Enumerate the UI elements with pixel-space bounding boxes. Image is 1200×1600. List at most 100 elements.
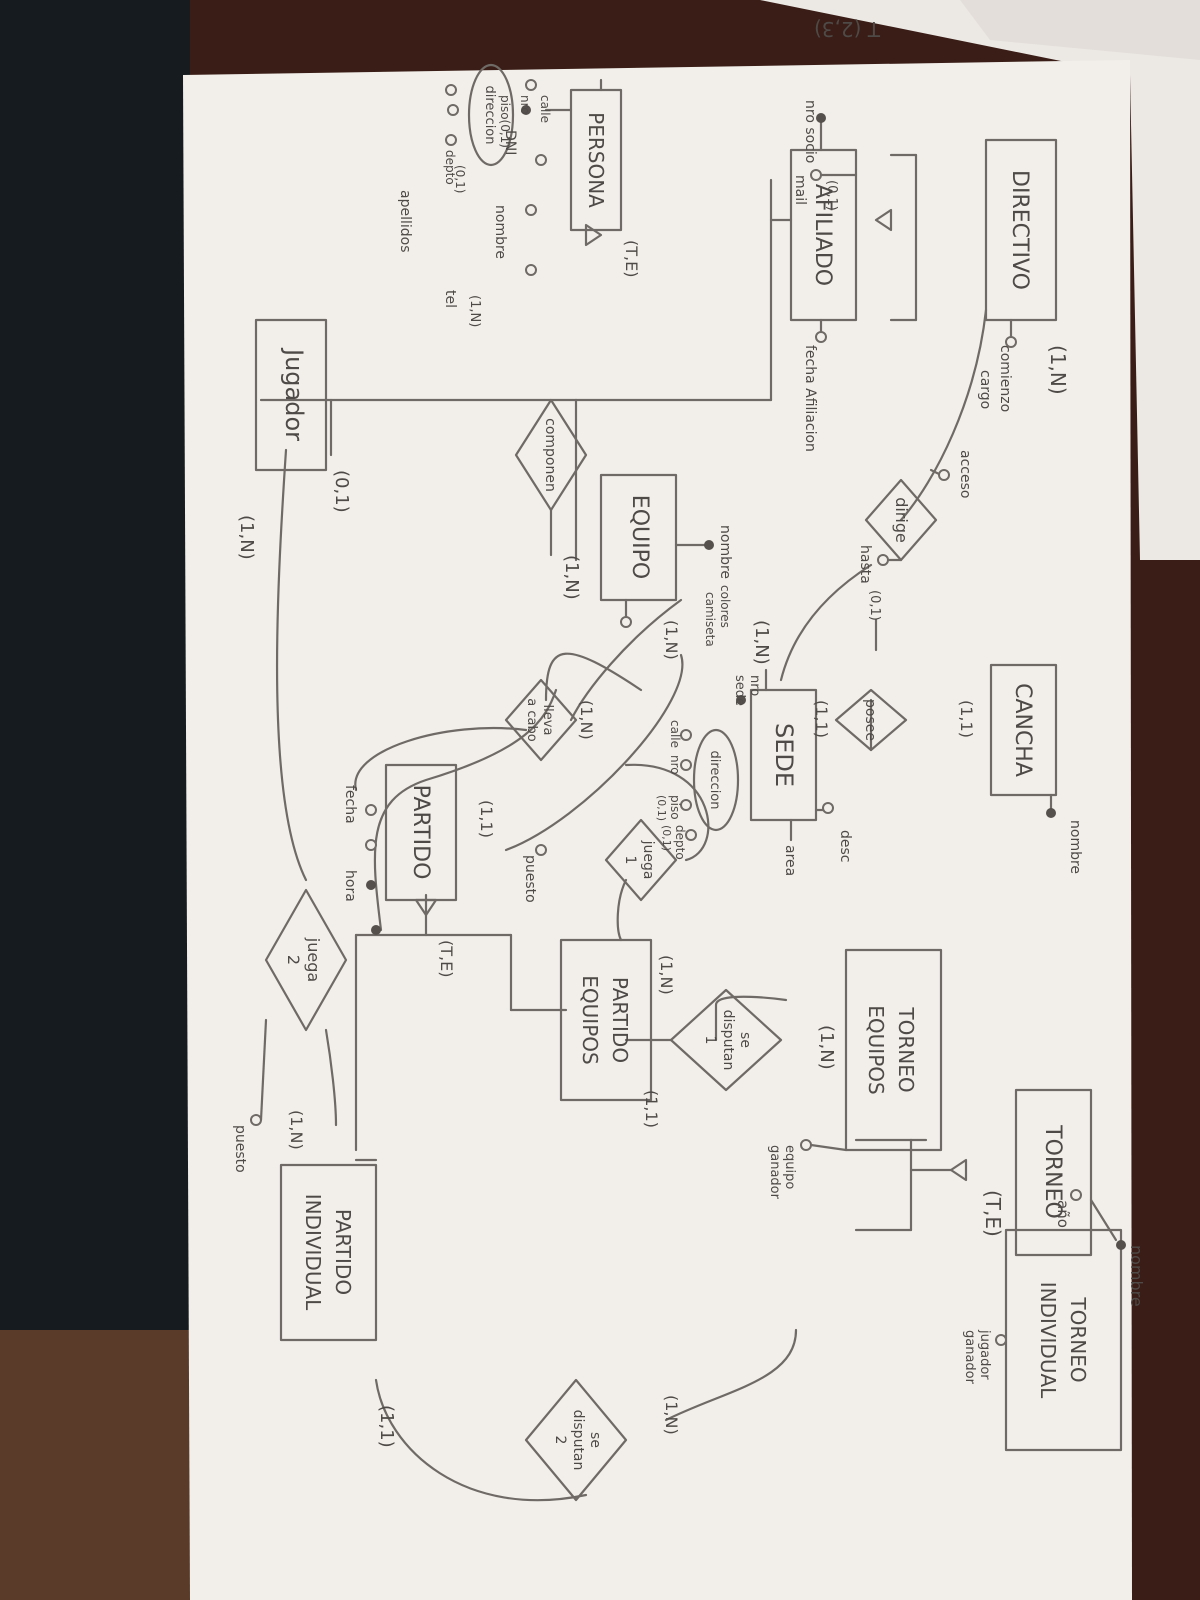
- card-disputan2-partido-individual: (1,1): [376, 1405, 397, 1448]
- partido-equipos-line2: EQUIPOS: [578, 975, 602, 1064]
- attr-fecha: fecha: [342, 785, 358, 824]
- card-compone-equipo: (1,N): [561, 555, 582, 600]
- attr-cargo: cargo: [977, 370, 993, 409]
- entity-torneo-equipos: TORNEO EQUIPOS: [844, 948, 943, 1152]
- card-partido-spec: (T,E): [437, 940, 456, 977]
- attr-calle-sede: calle: [668, 720, 682, 748]
- card-lleva-partido: (1,1): [477, 800, 496, 838]
- attr-depto-card: (0,1): [453, 165, 467, 193]
- attr-apellidos: apellidos: [397, 190, 413, 253]
- entity-torneo-individual: TORNEO INDIVIDUAL: [1004, 1228, 1123, 1452]
- partido-individual-line2: INDIVIDUAL: [301, 1194, 325, 1311]
- card-torneo-individual-disputan: (1,N): [662, 1395, 681, 1435]
- entity-jugador: Jugador: [254, 318, 328, 472]
- attr-jugador-ganador-1: jugador: [977, 1329, 992, 1380]
- rel-disputan2-line2: disputan: [570, 1410, 586, 1471]
- attr-nro-sede: nro: [747, 675, 762, 696]
- entity-cancha-label: CANCHA: [1010, 683, 1035, 777]
- attr-nro-socio: nro socio: [802, 100, 818, 163]
- card-disputan1-partido-equipos: (1,1): [642, 1090, 661, 1128]
- attribute-labels: nro socio mail (0,1) fecha Afiliacion co…: [232, 95, 1146, 1385]
- attr-nro-calle-sede: nro: [668, 755, 682, 775]
- direccion-persona-label: direccion: [482, 85, 497, 144]
- entity-sede: SEDE: [749, 688, 818, 822]
- diagram-sheet: [183, 60, 1132, 1600]
- rel-juega1-line2: 1: [622, 856, 638, 865]
- card-directivo-dirige: (1,N): [1046, 345, 1070, 395]
- entity-partido-equipos: PARTIDO EQUIPOS: [559, 938, 653, 1102]
- rel-compone-label: componen: [542, 418, 558, 492]
- rel-disputan1-line2: disputan: [720, 1010, 736, 1071]
- attr-piso: piso(0,1): [498, 95, 512, 148]
- attr-mail: mail: [792, 175, 808, 205]
- attr-puesto-1: puesto: [522, 855, 538, 903]
- card-torneo-equipos-disputan: (1,N): [816, 1025, 837, 1070]
- card-juega2-partido-individual: (1,N): [287, 1110, 306, 1150]
- attr-camiseta: camiseta: [703, 592, 717, 647]
- entity-partido-label: PARTIDO: [408, 785, 433, 880]
- attr-puesto-2: puesto: [232, 1125, 248, 1173]
- attr-equipo-ganador-2: ganador: [767, 1145, 782, 1200]
- attr-piso-sede: piso: [668, 795, 682, 820]
- rel-lleva-line2: a cabo: [524, 698, 539, 741]
- attr-calle: calle: [538, 95, 552, 123]
- rel-disputan-1: se disputan 1: [669, 988, 783, 1092]
- rel-posee: posee: [834, 688, 908, 752]
- attr-desc: desc: [837, 830, 853, 863]
- rel-juega-1: juega 1: [604, 818, 678, 902]
- attr-area: area: [782, 845, 798, 876]
- rel-disputan1-line3: 1: [702, 1036, 718, 1045]
- torneo-equipos-line2: EQUIPOS: [864, 1005, 888, 1094]
- corner-note: T (2,3): [814, 17, 881, 41]
- torneo-equipos-line1: TORNEO: [894, 1006, 918, 1092]
- attr-jugador-ganador-2: ganador: [962, 1330, 977, 1385]
- cardinality-labels: (1,N) (1,N) (0,1) (1,N) (1,N) (1,N) (1,1…: [236, 240, 1070, 1448]
- attr-mail-card: (0,1): [824, 180, 839, 211]
- connector-lines: [259, 153, 988, 1502]
- card-dirige-sede: (1,N): [751, 620, 772, 665]
- card-equipo-lleva: (1,N): [662, 620, 681, 660]
- rel-lleva-line1: lleva: [540, 705, 555, 736]
- rel-disputan1-line1: se: [737, 1032, 753, 1048]
- entity-sede-label: SEDE: [770, 723, 798, 787]
- entity-equipo: EQUIPO: [599, 473, 678, 602]
- card-sede-posee: (1,1): [812, 700, 831, 738]
- attr-comienzo: comienzo: [997, 345, 1013, 412]
- attr-hasta-card: (0,1): [867, 590, 882, 621]
- entity-cancha: CANCHA: [989, 663, 1058, 797]
- partido-equipos-line1: PARTIDO: [608, 977, 632, 1063]
- rel-dirige-label: dirige: [892, 497, 911, 543]
- rel-disputan2-line3: 2: [552, 1436, 568, 1445]
- attr-nombre-equipo: nombre: [717, 525, 733, 579]
- attr-depto: depto: [443, 150, 457, 185]
- entity-persona-label: PERSONA: [584, 112, 608, 208]
- rel-lleva-a-cabo: lleva a cabo: [504, 678, 578, 762]
- entity-partido-individual: PARTIDO INDIVIDUAL: [279, 1163, 378, 1342]
- rel-compone: componen: [514, 398, 588, 512]
- rel-juega-2: juega 2: [264, 888, 348, 1032]
- attr-nombre-cancha: nombre: [1067, 820, 1083, 874]
- attr-tel: tel: [442, 290, 458, 308]
- attr-tel-card: (1,N): [467, 295, 482, 327]
- card-posee-cancha: (1,1): [957, 700, 976, 738]
- entity-jugador-label: Jugador: [280, 347, 308, 441]
- entity-torneo-label: TORNEO: [1040, 1124, 1065, 1219]
- torneo-individual-line2: INDIVIDUAL: [1036, 1282, 1060, 1399]
- attr-colores: colores: [718, 585, 732, 628]
- card-jugador-juega2: (1,N): [236, 515, 257, 560]
- entity-directivo-label: DIRECTIVO: [1007, 170, 1032, 290]
- rel-posee-label: posee: [862, 699, 878, 741]
- spec-triangles: [414, 208, 968, 1182]
- attribute-stems: [250, 78, 1126, 1346]
- rel-dirige: dirige: [864, 478, 938, 562]
- entity-equipo-label: EQUIPO: [627, 495, 652, 579]
- card-lleva-sede: (1,N): [577, 700, 596, 740]
- entity-persona: PERSONA: [569, 88, 623, 232]
- entity-torneo: TORNEO: [1014, 1088, 1093, 1257]
- er-diagram: DIRECTIVO AFILIADO PERSONA Jugador EQUIP…: [232, 63, 1146, 1502]
- attr-acceso: acceso: [957, 450, 973, 498]
- attr-nro: nro: [518, 95, 532, 115]
- attr-nombre-torneo: nombre: [1127, 1245, 1146, 1307]
- entity-afiliado-label: AFILIADO: [810, 184, 835, 286]
